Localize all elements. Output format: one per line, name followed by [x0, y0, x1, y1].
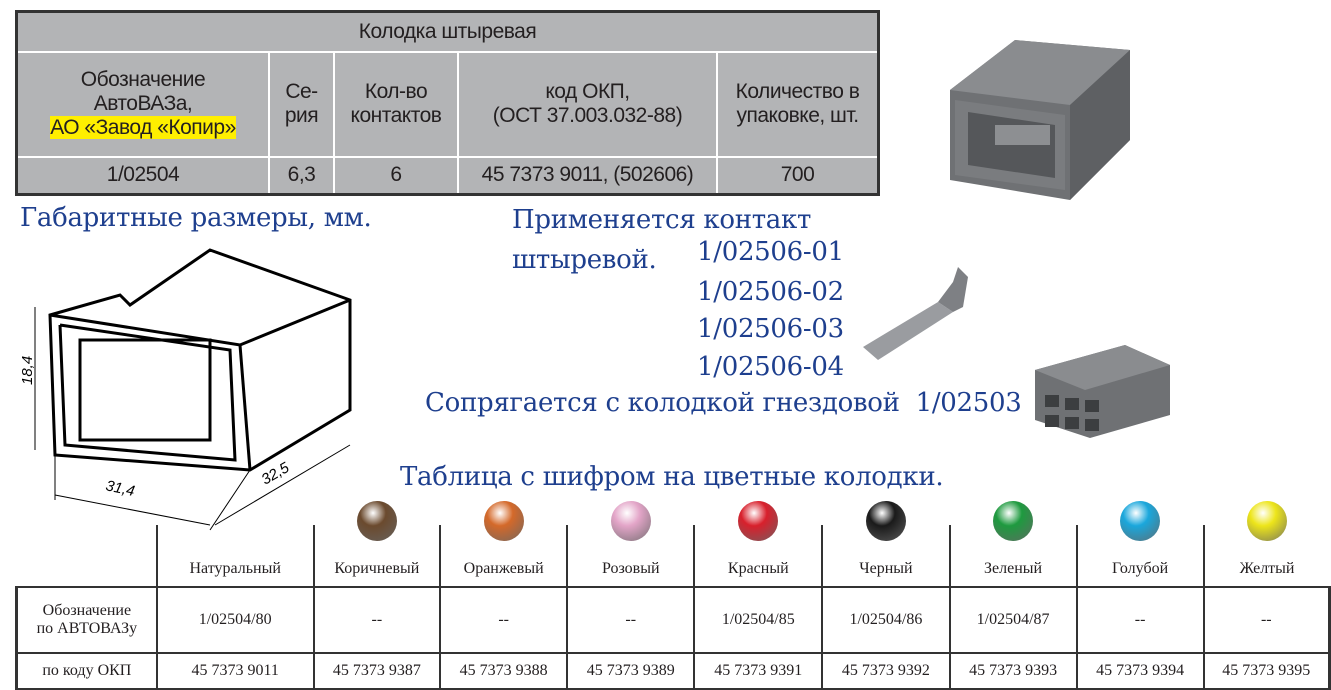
designation-cell: 1/02504/80: [155, 586, 315, 654]
connector-photo: [950, 40, 1130, 200]
designation-cell: --: [566, 586, 696, 654]
color-column-header: Оранжевый: [439, 501, 568, 587]
contact-code: 1/02506-04: [697, 352, 844, 382]
color-name: Черный: [859, 560, 913, 577]
mating-connector-photo: [1035, 345, 1170, 438]
header-series: Се-рия: [268, 50, 335, 158]
header-text: Се-: [285, 80, 318, 103]
color-column-header: Красный: [693, 501, 823, 587]
color-table-title: Таблица с шифром на цветные колодки.: [400, 462, 944, 492]
designation-cell: 1/02504/86: [821, 586, 951, 654]
contact-text-line2: штыревой.: [512, 245, 657, 275]
header-text: рия: [284, 104, 319, 127]
color-column-header: Черный: [821, 501, 950, 587]
color-swatch-icon: [738, 501, 779, 541]
okp-cell: 45 7373 9392: [821, 652, 951, 690]
contact-code: 1/02506-01: [697, 237, 844, 267]
designation-cell: --: [439, 586, 569, 654]
color-name: Желтый: [1239, 560, 1295, 577]
contact-code: 1/02506-02: [697, 277, 844, 307]
color-name: Красный: [727, 560, 789, 577]
header-okp: код ОКП,(ОСТ 37.003.032-88): [457, 50, 718, 158]
color-column-header: Зеленый: [948, 501, 1077, 587]
cell-qty: 700: [716, 155, 880, 196]
mating-code: 1/02503: [915, 388, 1022, 418]
header-text: контактов: [350, 104, 442, 127]
color-swatch-icon: [993, 501, 1034, 541]
header-text: АвтоВАЗа,: [93, 92, 193, 115]
color-column-header: Желтый: [1202, 501, 1330, 587]
color-swatch-icon: [610, 501, 651, 541]
okp-cell: 45 7373 9387: [312, 652, 442, 690]
header-text: Количество в: [735, 80, 860, 103]
cell-designation: 1/02504: [15, 155, 270, 196]
color-name: Зеленый: [984, 560, 1043, 577]
color-swatch-icon: [483, 501, 524, 541]
row-label-okp: по коду ОКП: [15, 652, 158, 690]
okp-cell: 45 7373 9394: [1075, 652, 1205, 690]
designation-cell: --: [1202, 586, 1331, 654]
header-text: (ОСТ 37.003.032-88): [492, 104, 683, 127]
okp-cell: 45 7373 9391: [693, 652, 824, 690]
designation-cell: 1/02504/85: [693, 586, 824, 654]
color-column-header: Розовый: [566, 501, 695, 587]
table-title: Колодка штыревая: [15, 11, 880, 53]
color-swatch-icon: [1247, 501, 1288, 541]
cell-okp: 45 7373 9011, (502606): [457, 155, 718, 196]
header-text: код ОКП,: [545, 80, 630, 103]
dimensions-title: Габаритные размеры, мм.: [20, 203, 372, 233]
pin-contact-photo: [863, 267, 968, 360]
color-name: Розовый: [601, 560, 660, 577]
okp-cell: 45 7373 9388: [439, 652, 569, 690]
header-text: упаковке, шт.: [736, 104, 859, 127]
contact-code: 1/02506-03: [697, 314, 844, 344]
header-text: Кол-во: [364, 80, 428, 103]
okp-cell: 45 7373 9389: [566, 652, 696, 690]
okp-cell: 45 7373 9395: [1202, 652, 1331, 690]
dimension-height: 18,4: [19, 356, 36, 385]
corner-cell: [17, 525, 157, 587]
mating-label: Сопрягается с колодкой гнездовой: [425, 388, 900, 418]
color-swatch-icon: [356, 501, 397, 541]
okp-cell: 45 7373 9393: [948, 652, 1078, 690]
color-name: Оранжевый: [463, 560, 544, 577]
dimension-drawing: 18,4 31,4 32,5: [19, 248, 352, 531]
header-text: Обозначение: [80, 68, 206, 91]
row-label-text: по АВТОВАЗу: [36, 620, 138, 637]
designation-cell: --: [1075, 586, 1205, 654]
contact-text-line1: Применяется контакт: [512, 205, 812, 235]
designation-cell: --: [312, 586, 442, 654]
cell-contacts: 6: [333, 155, 459, 196]
cell-series: 6,3: [268, 155, 335, 196]
dimension-width: 31,4: [104, 477, 136, 500]
color-name: Натуральный: [189, 560, 281, 577]
designation-cell: 1/02504/87: [948, 586, 1078, 654]
color-name: Голубой: [1112, 560, 1169, 577]
color-swatch-icon: [1120, 501, 1161, 541]
color-column-header: Коричневый: [312, 501, 441, 587]
color-swatch-icon: [865, 501, 906, 541]
color-name: Коричневый: [334, 560, 420, 577]
okp-cell: 45 7373 9011: [155, 652, 315, 690]
row-label-text: Обозначение: [42, 602, 132, 619]
color-code-table: Натуральный Коричневый Оранжевый Розовый Кра…: [15, 501, 1331, 690]
color-column-header: Натуральный: [155, 525, 314, 587]
color-column-header: Голубой: [1075, 501, 1204, 587]
mating-text: Сопрягается с колодкой гнездовой 1/02503: [425, 388, 1022, 418]
highlighted-header-text: АО «Завод «Копир»: [50, 116, 236, 139]
